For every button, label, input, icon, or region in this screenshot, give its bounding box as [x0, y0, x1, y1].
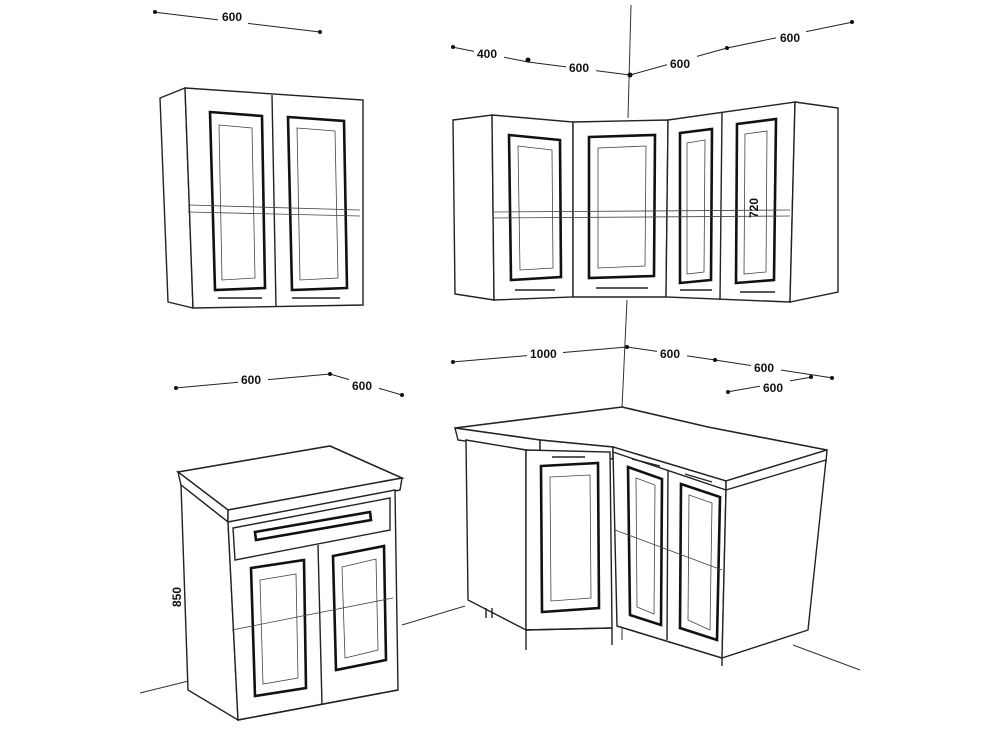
upper-corner-shelf-edge [493, 215, 791, 219]
label-bg [657, 345, 687, 361]
dim-tick [850, 20, 854, 24]
dim-label-base-corner-right-outer: 600 [754, 361, 774, 375]
upper-corner-right-door-b-glass [743, 130, 768, 275]
base-corner-plinth-left [525, 627, 613, 631]
base-corner-right-door-a-frame [626, 465, 664, 627]
dim-tick [328, 372, 332, 376]
dim-tick [400, 393, 404, 397]
dim-tick [726, 390, 730, 394]
upper-left-cabinet [159, 86, 364, 309]
dim-tick [174, 386, 178, 390]
dim-tick [713, 358, 717, 362]
dim-tick [830, 376, 834, 380]
upper-corner-left-door-glass [517, 145, 554, 271]
dim-label-upper-corner-depth: 400 [477, 47, 497, 61]
dim-label-base-left-width: 600 [241, 373, 261, 387]
upper-left-door-split [271, 94, 277, 308]
base-left-shelf [231, 597, 394, 631]
base-left-plinth [237, 689, 399, 721]
base-corner-right-side [721, 459, 827, 659]
base-corner-handle-b [631, 458, 661, 467]
base-left-door-a-frame [249, 558, 308, 698]
upper-left-shelf-edge [187, 211, 361, 217]
wall-corner-line-middle [621, 299, 628, 409]
base-left-drawer-handle [253, 510, 373, 542]
upper-corner-right-door-b-frame [734, 117, 778, 285]
upper-left-door-a-frame [208, 110, 267, 292]
base-left-cabinet [176, 445, 405, 722]
dim-tick [625, 345, 629, 349]
dim-label-base-corner-mid: 600 [660, 347, 680, 361]
dim-tick [809, 375, 813, 379]
upper-left-door-a-glass [218, 124, 256, 281]
base-corner-right-door-b-panel [687, 494, 713, 631]
base-corner-left-door-panel [549, 474, 592, 602]
dim-label-upper-left-width: 600 [222, 10, 242, 24]
label-bg [760, 379, 790, 395]
dim-label-upper-corner-left: 600 [569, 61, 589, 75]
base-corner-right-door-a-panel [635, 477, 656, 615]
base-corner-shelf [614, 529, 723, 571]
label-bg [474, 45, 504, 61]
base-left-door-b-frame [331, 544, 388, 672]
upper-left-door-b-glass [296, 127, 339, 281]
base-left-door-a-panel [259, 573, 299, 685]
base-corner-cabinet [454, 406, 828, 666]
dim-label-upper-corner-far: 600 [780, 31, 800, 45]
base-corner-right-door-split [666, 469, 669, 641]
dim-tick [627, 72, 633, 78]
label-bg [751, 359, 781, 375]
dim-tick [525, 57, 531, 63]
base-left-drawer [232, 497, 391, 561]
dim-label-upper-corner-right: 600 [670, 57, 690, 71]
upper-left-door-b-frame [286, 115, 349, 292]
upper-corner-left-side [452, 114, 495, 301]
dim-label-base-left-height: 850 [170, 587, 184, 607]
upper-corner-right-door-split [719, 112, 723, 301]
base-corner-right-door-b-frame [678, 482, 722, 642]
upper-corner-middle-door-frame [587, 133, 657, 280]
base-corner-plinth-right [616, 625, 723, 659]
floor-line-right [792, 644, 861, 671]
upper-left-shelf [187, 204, 361, 211]
label-bg [218, 8, 248, 24]
dim-tick [451, 45, 455, 49]
dim-label-upper-height: 720 [747, 198, 761, 218]
label-bg [527, 345, 563, 361]
label-bg [776, 29, 806, 45]
wall-corner-line-upper [627, 4, 632, 119]
label-bg [349, 377, 379, 393]
upper-corner-middle-door-glass [597, 145, 647, 269]
upper-corner-right-door-a-frame [678, 127, 714, 285]
upper-corner-right-side [789, 101, 839, 303]
dim-tick [725, 46, 729, 50]
upper-corner-left-door-frame [507, 133, 563, 282]
upper-corner-shelf [493, 209, 791, 213]
upper-corner-cabinet [452, 101, 839, 303]
label-bg [667, 55, 697, 71]
dim-tick [318, 30, 322, 34]
floor-line-mid [401, 605, 466, 626]
dim-label-base-left-depth: 600 [352, 379, 372, 393]
base-corner-handle-c [684, 473, 713, 483]
base-left-countertop-edge-front [227, 477, 403, 523]
dim-tick [153, 10, 157, 14]
base-corner-left-door-frame [539, 461, 601, 614]
dimension-labels: 600 400 600 600 600 720 600 600 850 1000… [170, 8, 806, 607]
label-bg [566, 60, 596, 76]
dim-label-base-corner-right-inner: 600 [763, 381, 783, 395]
upper-corner-right-door-a-glass [686, 139, 706, 275]
base-left-door-b-panel [341, 558, 379, 659]
label-bg [238, 371, 268, 387]
dim-tick [451, 360, 455, 364]
base-left-door-split [317, 544, 323, 706]
base-corner-left-side [465, 439, 527, 632]
dim-label-base-corner-left: 1000 [530, 347, 557, 361]
